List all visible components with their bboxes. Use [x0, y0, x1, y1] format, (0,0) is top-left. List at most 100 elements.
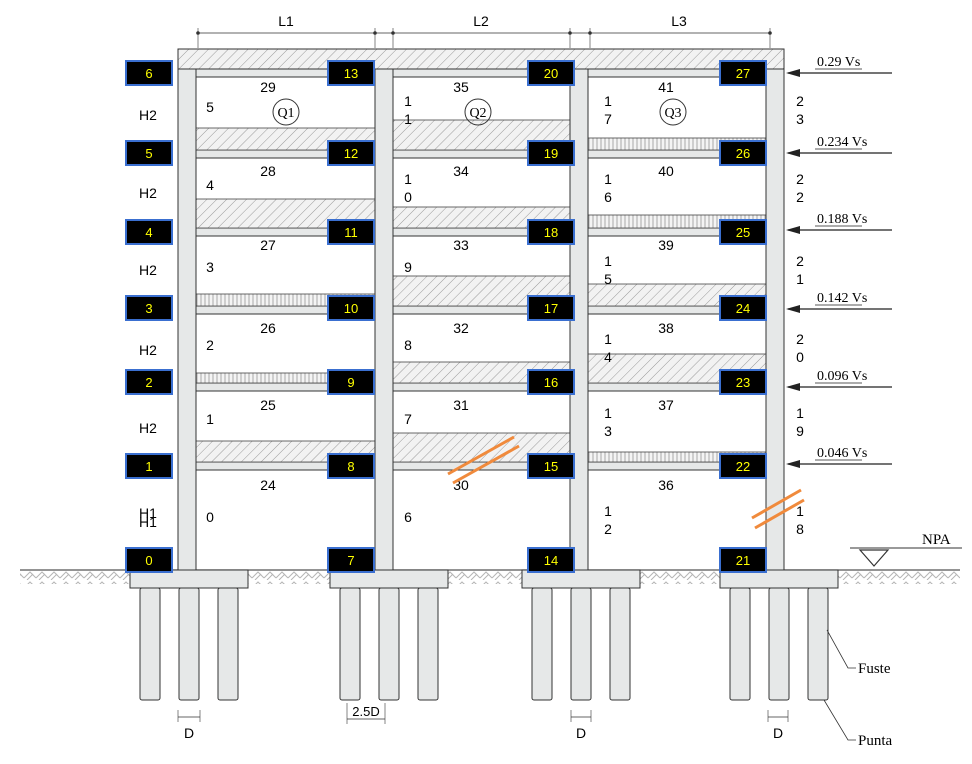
column-element-label: 3	[796, 111, 804, 127]
node-label: 12	[344, 146, 358, 161]
column-element-label: 9	[796, 423, 804, 439]
load-markers: Q1 Q2 Q3	[272, 98, 687, 126]
node-box	[125, 547, 173, 573]
span-dimensions: L1 L2 L3	[196, 13, 772, 48]
pile	[807, 587, 829, 701]
force-label: 0.188 Vs	[817, 212, 867, 227]
node-box	[125, 295, 173, 321]
pile	[609, 587, 631, 701]
column-element-label: 1	[604, 171, 612, 187]
column-element-label: 1	[404, 111, 412, 127]
beam-element-label: 24	[260, 477, 276, 493]
node-box	[527, 369, 575, 395]
node-box	[125, 219, 173, 245]
pile	[570, 587, 592, 701]
beam-element-label: 25	[260, 397, 276, 413]
node-box	[327, 547, 375, 573]
force-label: 0.142 Vs	[817, 291, 867, 306]
pile	[768, 587, 790, 701]
column-element-label: 9	[404, 259, 412, 275]
story-label: H2	[139, 342, 157, 358]
node-label: 18	[544, 225, 558, 240]
node-label: 5	[145, 146, 152, 161]
node-box	[719, 60, 767, 86]
node-label: 27	[736, 66, 750, 81]
column-element-label: 2	[796, 171, 804, 187]
node-label: 14	[544, 553, 558, 568]
floor-beam	[177, 149, 785, 159]
load-circle	[272, 98, 300, 126]
column-element-label: 1	[604, 503, 612, 519]
node-label: 13	[344, 66, 358, 81]
column	[177, 68, 197, 571]
node-box	[527, 140, 575, 166]
node-label: 3	[145, 301, 152, 316]
dim-label: D	[184, 725, 194, 741]
load-label: Q1	[277, 106, 294, 121]
node-label: 6	[145, 66, 152, 81]
beam-element-label: 31	[453, 397, 469, 413]
column-element-label: 1	[796, 405, 804, 421]
force-label: 0.29 Vs	[817, 55, 860, 70]
node-label: 0	[145, 553, 152, 568]
column-element-label: 1	[604, 331, 612, 347]
arrow-head-icon	[786, 226, 800, 234]
node-box	[527, 60, 575, 86]
column-element-label: 4	[206, 177, 214, 193]
pile	[531, 587, 553, 701]
nodes: 0123456789101112131415161718192021222324…	[125, 60, 767, 573]
column-element-label: 3	[206, 259, 214, 275]
node-box	[719, 295, 767, 321]
beam-element-label: 29	[260, 79, 276, 95]
column-element-label: 1	[796, 503, 804, 519]
story-labels: H2 H2 H2 H2 H2 H1 H1	[139, 107, 157, 530]
story-label: H2	[139, 420, 157, 436]
column-element-label: 2	[604, 521, 612, 537]
node-label: 25	[736, 225, 750, 240]
node-box	[327, 219, 375, 245]
story-label: H2	[139, 107, 157, 123]
column-element-label: 1	[796, 271, 804, 287]
column-element-label: 6	[604, 189, 612, 205]
load-label: Q2	[469, 106, 486, 121]
column-element-label: 8	[404, 337, 412, 353]
column-element-label: 5	[604, 271, 612, 287]
node-label: 1	[145, 459, 152, 474]
damage-mark	[751, 488, 802, 520]
pile	[729, 587, 751, 701]
column-element-label: 1	[604, 405, 612, 421]
node-box	[719, 453, 767, 479]
beam-element-label: 37	[658, 397, 674, 413]
story-label: H1	[139, 505, 157, 521]
node-box	[527, 219, 575, 245]
pile	[378, 587, 400, 701]
column-element-label: 2	[796, 253, 804, 269]
span-label: L2	[473, 13, 489, 29]
beam-element-label: 35	[453, 79, 469, 95]
node-label: 26	[736, 146, 750, 161]
beam-element-label: 39	[658, 237, 674, 253]
pile-dimensions: D 2.5D D D	[177, 703, 789, 741]
column-element-label: 1	[404, 171, 412, 187]
node-label: 7	[347, 553, 354, 568]
pile	[139, 587, 161, 701]
node-box	[719, 547, 767, 573]
columns	[177, 68, 785, 571]
floor-beam	[177, 68, 785, 78]
foundations	[129, 569, 839, 701]
node-box	[125, 369, 173, 395]
story-label: H1	[139, 514, 157, 530]
story-label: H2	[139, 185, 157, 201]
node-label: 9	[347, 375, 354, 390]
beam-element-label: 34	[453, 163, 469, 179]
node-label: 21	[736, 553, 750, 568]
beam-element-label: 32	[453, 320, 469, 336]
node-box	[327, 295, 375, 321]
column-element-label: 6	[404, 509, 412, 525]
pile-annotations: Fuste Punta	[823, 629, 893, 749]
node-box	[719, 140, 767, 166]
force-label: 0.234 Vs	[817, 135, 867, 150]
